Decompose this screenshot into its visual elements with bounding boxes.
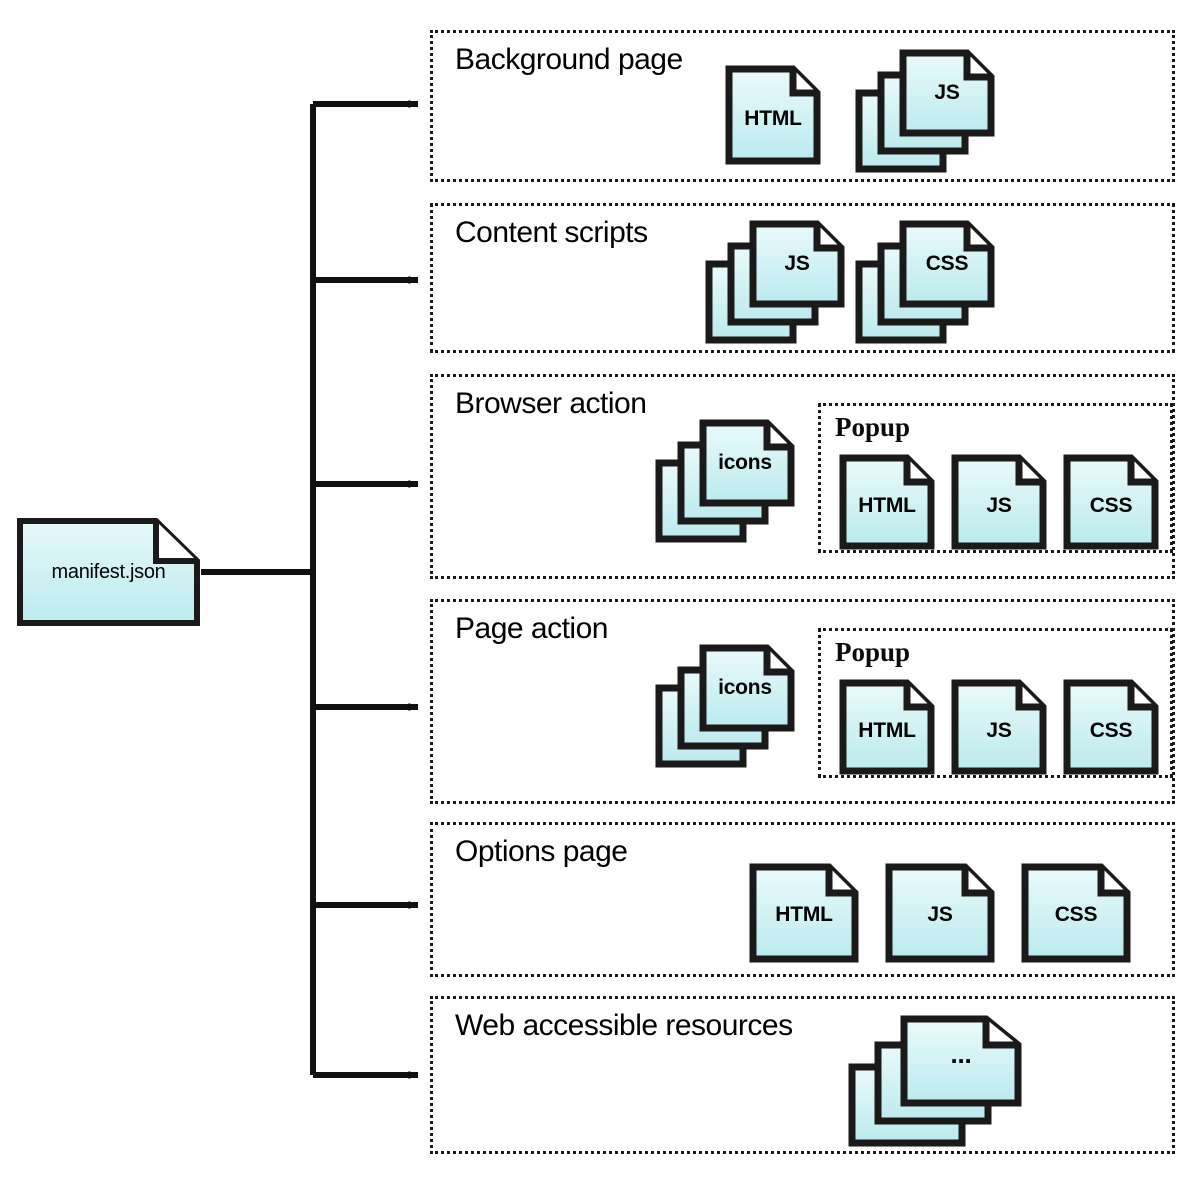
file-stack-glyph [655, 419, 795, 543]
popup-group-page-action[interactable]: Popup HTML JS CSS [818, 628, 1173, 778]
popup-title: Popup [835, 637, 911, 667]
file-stack-glyph [848, 1015, 1022, 1147]
document-icon [17, 518, 200, 626]
file-stack-web-resources[interactable]: ... [848, 1015, 1023, 1147]
file-glyph [725, 65, 821, 165]
file-stack-icons[interactable]: icons [655, 419, 795, 543]
file-stack-glyph [855, 220, 995, 344]
file-icon-js[interactable]: JS [885, 863, 995, 963]
file-icon-js[interactable]: JS [951, 454, 1047, 550]
file-glyph [951, 679, 1047, 775]
file-icon-html[interactable]: HTML [839, 679, 935, 775]
section-title-background-page: Background page [455, 43, 683, 76]
file-icon-html[interactable]: HTML [839, 454, 935, 550]
section-options-page[interactable]: Options page HTML JS CSS [430, 822, 1175, 977]
file-stack-glyph [655, 644, 795, 768]
file-icon-html[interactable]: HTML [749, 863, 859, 963]
file-glyph [1063, 454, 1159, 550]
section-title-options-page: Options page [455, 835, 628, 868]
file-icon-css[interactable]: CSS [1063, 679, 1159, 775]
manifest-json-label: manifest.json [51, 560, 166, 583]
section-title-page-action: Page action [455, 612, 608, 645]
file-icon-css[interactable]: CSS [1063, 454, 1159, 550]
section-background-page[interactable]: Background page HTML [430, 30, 1175, 182]
file-glyph [839, 454, 935, 550]
manifest-json-node[interactable]: manifest.json [16, 517, 201, 627]
file-stack-glyph [705, 220, 845, 344]
section-web-accessible-resources[interactable]: Web accessible resources ... [430, 996, 1175, 1154]
file-glyph [885, 863, 995, 963]
file-glyph [1063, 679, 1159, 775]
section-content-scripts[interactable]: Content scripts JS CSS [430, 203, 1175, 353]
file-stack-css[interactable]: CSS [855, 220, 995, 344]
file-icon-js[interactable]: JS [951, 679, 1047, 775]
section-title-web-accessible-resources: Web accessible resources [455, 1009, 793, 1042]
file-glyph [749, 863, 859, 963]
popup-group-browser-action[interactable]: Popup HTML JS CSS [818, 403, 1173, 553]
section-title-content-scripts: Content scripts [455, 216, 648, 249]
file-stack-js[interactable]: JS [705, 220, 845, 344]
file-stack-icons[interactable]: icons [655, 644, 795, 768]
section-title-browser-action: Browser action [455, 387, 647, 420]
file-glyph [839, 679, 935, 775]
file-stack-glyph [855, 49, 995, 173]
file-glyph [951, 454, 1047, 550]
file-icon-css[interactable]: CSS [1021, 863, 1131, 963]
popup-title: Popup [835, 412, 911, 442]
file-stack-js[interactable]: JS [855, 49, 995, 173]
section-browser-action[interactable]: Browser action icons Popup HTML [430, 374, 1175, 579]
section-page-action[interactable]: Page action icons Popup HTML [430, 599, 1175, 804]
file-glyph [1021, 863, 1131, 963]
file-icon-html[interactable]: HTML [725, 65, 821, 165]
